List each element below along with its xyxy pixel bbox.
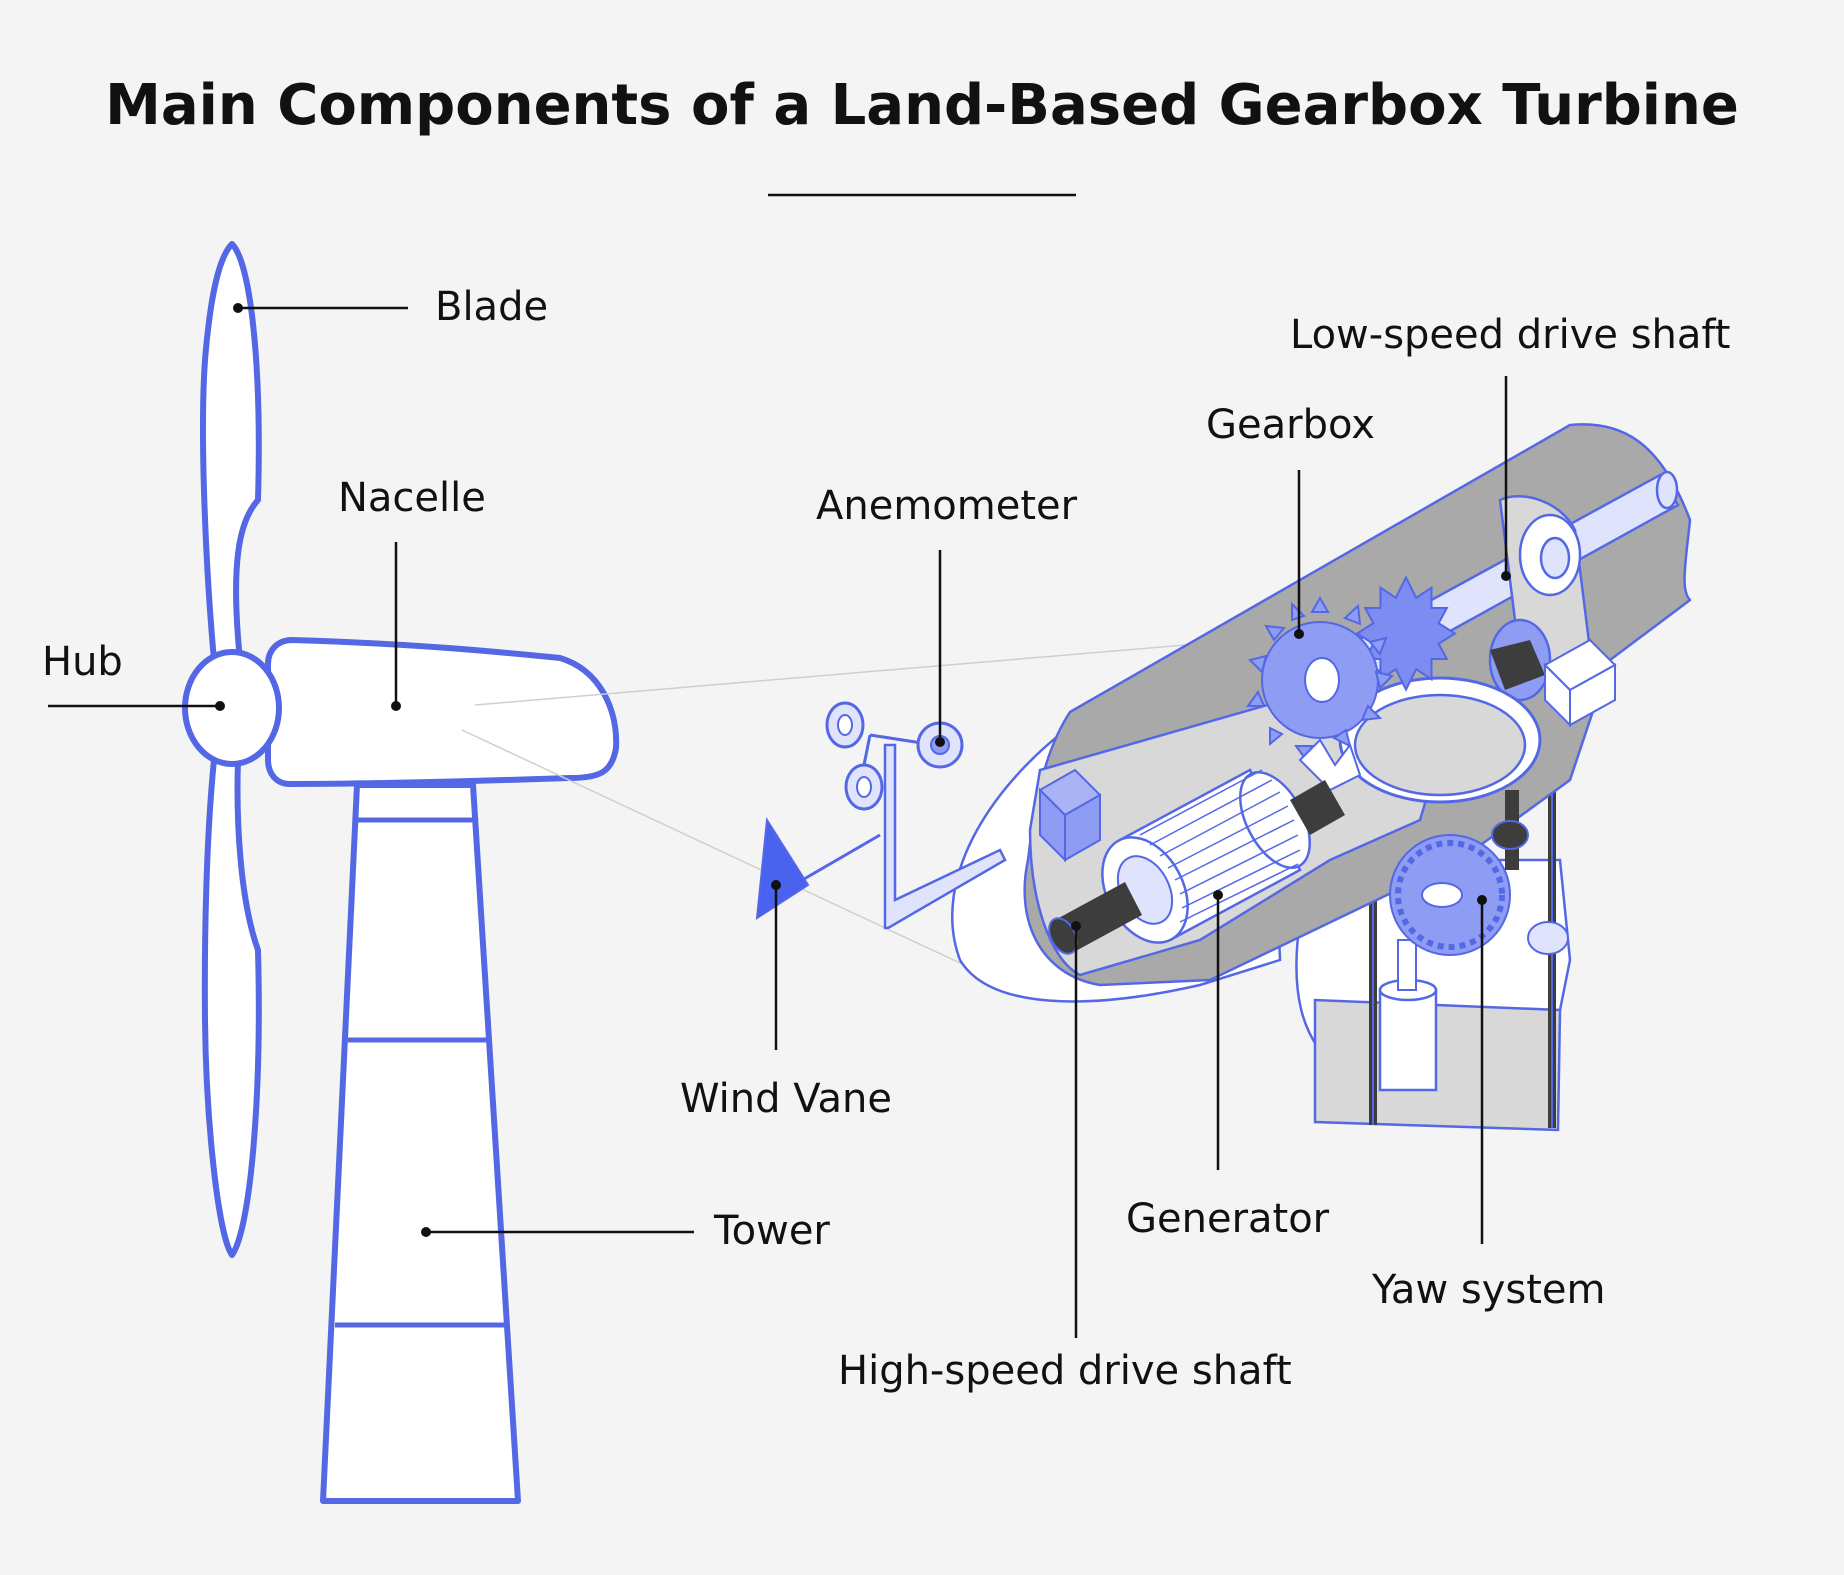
wind-vane-part: [755, 817, 881, 920]
zoom-guide-line: [461, 729, 976, 971]
label-low-speed-shaft: Low-speed drive shaft: [1290, 312, 1730, 581]
brake-assembly: [1488, 618, 1617, 728]
hub: [182, 649, 282, 767]
nacelle: [265, 637, 620, 787]
label-high-speed-shaft: High-speed drive shaft: [838, 921, 1292, 1394]
diagram-title: Main Components of a Land-Based Gearbox …: [105, 73, 1739, 138]
label-yaw-system: Yaw system: [1371, 895, 1605, 1313]
label-anemometer-text: Anemometer: [816, 483, 1078, 529]
label-generator-text: Generator: [1126, 1196, 1330, 1242]
nacelle-cutaway: [755, 423, 1692, 1132]
generator-part: [1101, 768, 1345, 944]
label-tower: Tower: [421, 1208, 830, 1254]
controller-box: [1038, 768, 1102, 863]
label-low-speed-shaft-text: Low-speed drive shaft: [1290, 312, 1730, 358]
label-blade: Blade: [233, 284, 548, 330]
label-generator: Generator: [1126, 890, 1330, 1242]
yaw-gear: [1389, 790, 1569, 956]
label-wind-vane-text: Wind Vane: [680, 1076, 892, 1122]
gearbox-gears: [1246, 575, 1457, 792]
label-hub: Hub: [42, 639, 225, 711]
label-hub-text: Hub: [42, 639, 123, 685]
label-blade-text: Blade: [435, 284, 548, 330]
turbine-illustration: [182, 241, 1186, 1504]
label-tower-text: Tower: [713, 1208, 830, 1254]
tower-top: [1313, 998, 1562, 1132]
upper-blade: [200, 241, 262, 663]
label-yaw-system-text: Yaw system: [1371, 1267, 1605, 1313]
label-nacelle: Nacelle: [338, 475, 486, 711]
label-wind-vane: Wind Vane: [680, 880, 892, 1122]
lower-blade: [201, 757, 262, 1258]
label-high-speed-shaft-text: High-speed drive shaft: [838, 1348, 1292, 1394]
tower: [320, 782, 521, 1504]
label-anemometer: Anemometer: [816, 483, 1078, 747]
label-nacelle-text: Nacelle: [338, 475, 486, 521]
zoom-guide-line: [474, 644, 1186, 706]
label-gearbox: Gearbox: [1206, 402, 1375, 639]
label-gearbox-text: Gearbox: [1206, 402, 1375, 448]
